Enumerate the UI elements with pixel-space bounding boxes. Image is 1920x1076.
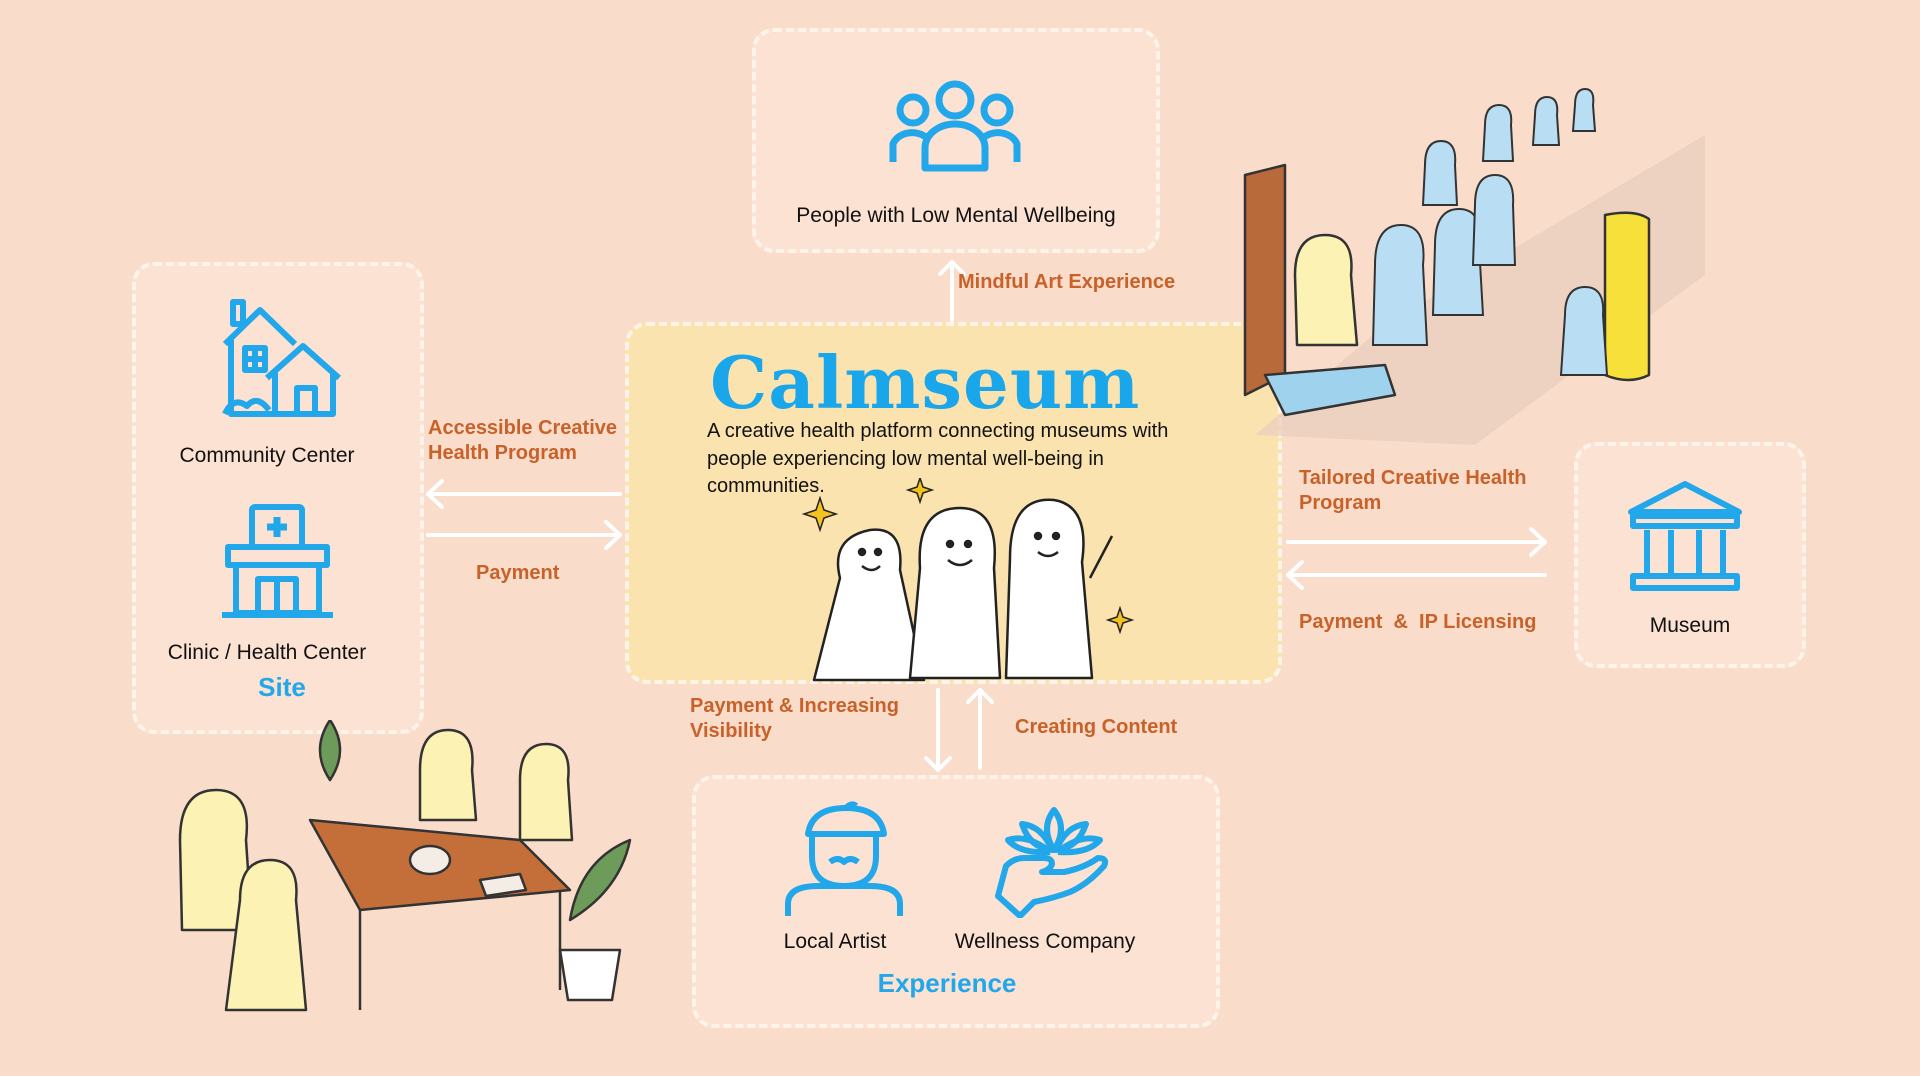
community-center-label: Community Center	[179, 444, 355, 467]
clinic-icon	[222, 504, 333, 618]
house-icon	[222, 299, 341, 417]
museum-queue-illustration	[1243, 87, 1705, 445]
site-box	[132, 262, 424, 734]
museum-icon	[1628, 481, 1742, 591]
cheerful-figures-illustration	[801, 478, 1135, 682]
local-artist-label: Local Artist	[783, 930, 887, 953]
museum-label: Museum	[1649, 614, 1731, 637]
flow-to-experience-label: Payment & Increasing Visibility	[690, 695, 899, 742]
people-label: People with Low Mental Wellbeing	[796, 204, 1116, 227]
clinic-label: Clinic / Health Center	[167, 641, 367, 664]
artist-icon	[785, 801, 903, 916]
people-box	[752, 28, 1160, 253]
flow-from-experience-label: Creating Content	[1015, 716, 1178, 738]
site-group-title: Site	[258, 672, 306, 702]
brand-name: Calmseum	[710, 340, 1141, 425]
flow-to-people-label: Mindful Art Experience	[958, 271, 1176, 293]
flow-to-museum-label: Tailored Creative Health Program	[1299, 467, 1527, 514]
experience-group-title: Experience	[877, 968, 1017, 998]
flow-from-site-label: Payment	[476, 562, 560, 584]
museum-box	[1574, 442, 1806, 668]
flow-from-museum-label: Payment & IP Licensing	[1299, 611, 1537, 633]
experience-box	[692, 775, 1220, 1028]
brand-description: A creative health platform connecting mu…	[707, 420, 1169, 498]
group-icon	[889, 80, 1021, 172]
workshop-table-illustration	[178, 720, 632, 1012]
wellness-company-label: Wellness Company	[954, 930, 1136, 953]
flow-to-site-label: Accessible Creative Health Program	[428, 417, 618, 464]
lotus-hand-icon	[995, 807, 1109, 918]
